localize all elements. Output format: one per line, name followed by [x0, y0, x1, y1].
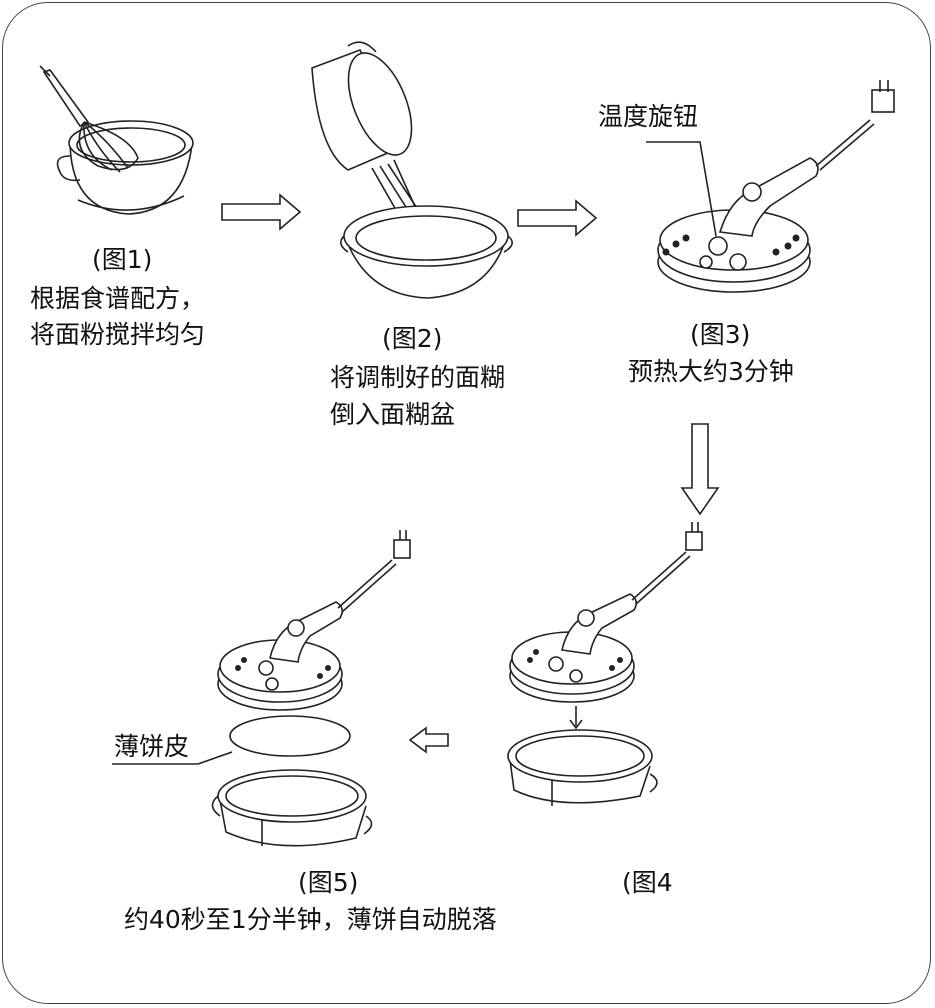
- arrow-left-icon: [408, 726, 449, 754]
- crepe-maker-icon: [217, 530, 411, 711]
- crepe-skin-icon: [112, 715, 351, 765]
- step2-line2: 倒入面糊盆: [330, 400, 456, 429]
- whisk-bowl-icon: [39, 65, 194, 215]
- batter-tray-icon: [211, 769, 373, 847]
- step3-caption: (图3): [690, 320, 751, 349]
- step2-line1: 将调制好的面糊: [330, 363, 506, 392]
- step1-caption: (图1): [92, 245, 153, 274]
- step3-line1: 预热大约3分钟: [628, 357, 794, 386]
- crepe-maker-icon: [646, 80, 895, 293]
- step2-caption: (图2): [382, 324, 443, 353]
- arrow-right-icon: [221, 193, 302, 231]
- batter-tray-icon: [507, 729, 658, 806]
- crepe-maker-icon: [509, 522, 703, 730]
- crepe-skin-callout: 薄饼皮: [114, 732, 190, 761]
- arrow-right-icon: [517, 199, 598, 237]
- step5-caption: (图5): [298, 868, 359, 897]
- temperature-knob-callout: 温度旋钮: [598, 102, 699, 131]
- batter-tray-icon: [340, 205, 513, 299]
- pour-pot-icon: [311, 41, 431, 229]
- step1-line2: 将面粉搅拌均匀: [30, 320, 206, 349]
- step4-caption: (图4: [622, 868, 673, 897]
- arrow-down-icon: [680, 423, 720, 516]
- step5-line1: 约40秒至1分半钟，薄饼自动脱落: [124, 905, 497, 934]
- step1-line1: 根据食谱配方，: [30, 284, 206, 313]
